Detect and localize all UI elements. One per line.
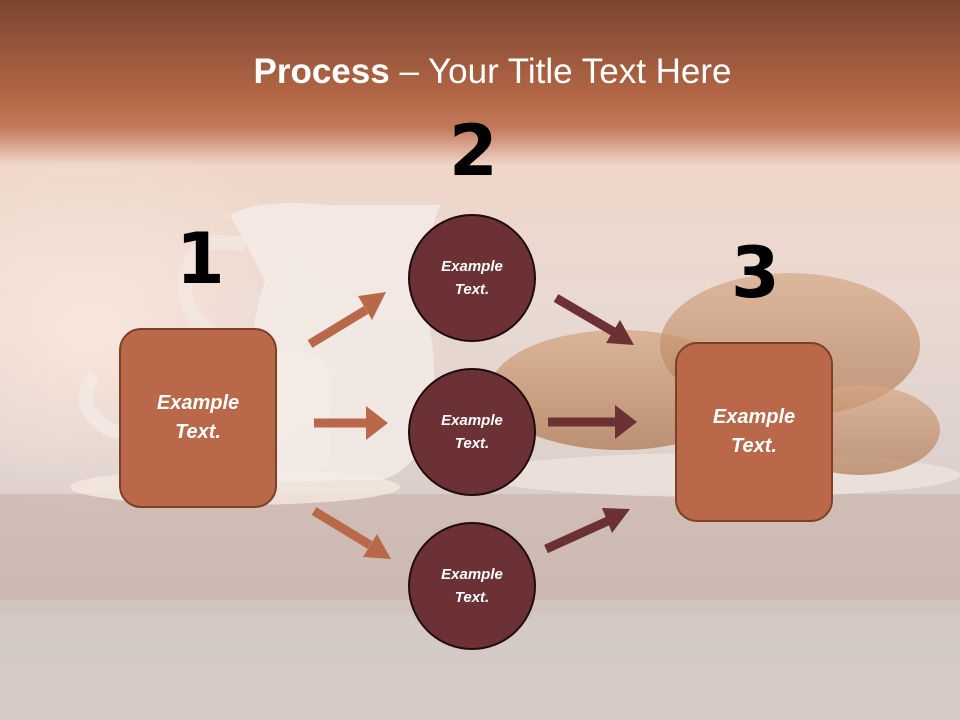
arrow-1-to-top [307,292,386,348]
step-2-circle-top: Example Text. [408,214,536,342]
arrow-top-to-3 [553,294,634,345]
step-3-box: Example Text. [675,342,833,522]
arrow-bottom-to-3 [544,508,630,554]
slide-title: Process – Your Title Text Here [0,52,960,92]
step-number-1: 1 [176,218,225,300]
step-2-circle-middle: Example Text. [408,368,536,496]
step-3-text-line2: Text. [731,435,777,457]
step-1-text-line2: Text. [175,421,221,443]
circle-bottom-text-line2: Text. [454,589,490,606]
title-rest: – Your Title Text Here [389,52,732,91]
step-3-text-line1: Example [712,406,796,428]
step-number-3: 3 [731,232,780,314]
arrow-1-to-bottom [311,507,391,559]
circle-middle-text-line2: Text. [454,435,490,452]
circle-middle-text-line1: Example [441,412,503,429]
circle-top-text-line1: Example [441,258,503,275]
arrow-middle-to-3 [548,405,637,439]
circle-top-text-line2: Text. [454,281,490,298]
circle-bottom-text-line1: Example [441,566,503,583]
step-number-2: 2 [449,110,498,192]
step-2-circle-bottom: Example Text. [408,522,536,650]
title-bold: Process [253,52,390,91]
step-1-box: Example Text. [119,328,277,508]
step-1-text-line1: Example [156,392,240,414]
arrow-1-to-middle [314,406,388,440]
